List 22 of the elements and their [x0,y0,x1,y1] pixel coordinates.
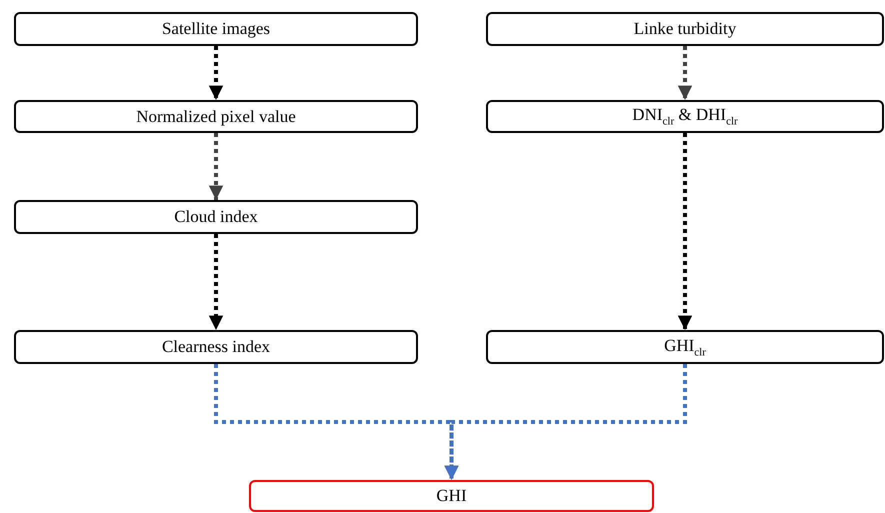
arrow [678,46,692,100]
process-box [486,12,884,46]
arrow [208,133,224,200]
arrow [208,234,224,330]
process-box [14,200,418,234]
box-label: Cloud index [174,207,258,227]
arrow [444,364,687,480]
box-label: Clearness index [162,337,270,357]
box-label: Satellite images [162,19,270,39]
box-label: DNI$_{clr}$ & DHI$_{clr}$ [632,105,738,128]
arrow [208,46,224,100]
process-box [14,100,418,133]
box-label: GHI$_{clr}$ [664,336,706,358]
process-box [249,480,654,512]
box-label: Linke turbidity [634,19,736,39]
process-box [14,330,418,364]
arrow [678,133,692,330]
process-box [486,330,884,364]
process-box [486,100,884,133]
box-label: Normalized pixel value [136,106,296,126]
process-box [14,12,418,46]
box-label: GHI [436,486,467,506]
